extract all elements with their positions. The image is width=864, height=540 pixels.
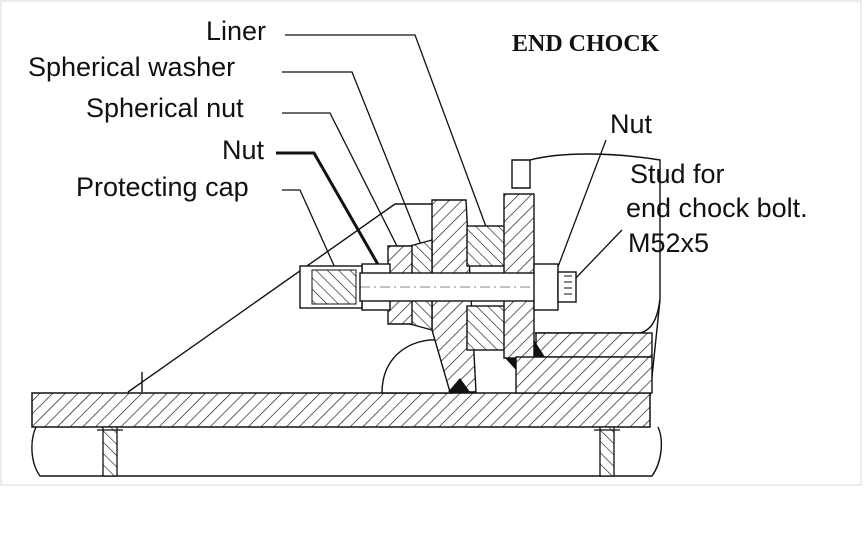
leader-protecting-cap [282,189,337,271]
chock-body-outline [127,203,435,393]
weld-fillet [448,378,470,392]
liner-lower [466,305,506,351]
foundation-plate [31,392,651,428]
tank-top-outline [31,426,663,477]
label-liner: Liner [206,16,266,46]
label-nut-right: Nut [610,109,653,139]
leader-spherical-nut [282,112,406,263]
label-nut-left: Nut [222,135,265,165]
leader-spherical-washer [282,71,429,263]
label-stud-line1: Stud for [630,159,725,189]
label-stud-line2: end chock bolt. [626,193,808,223]
leader-stud [571,229,623,283]
cap-thread [311,269,357,305]
bedplate-upper [535,332,653,358]
label-spherical-nut: Spherical nut [86,93,244,123]
stiffener-right [599,426,615,477]
liner [466,225,506,267]
image-border [0,0,862,486]
diagram-title: END CHOCK [512,31,660,57]
nut-right [533,263,559,311]
label-stud-line3: M52x5 [628,228,709,258]
bedplate-lower [515,356,653,394]
stiffener-left [102,426,118,477]
leader-nut-right [555,139,607,273]
label-spherical-washer: Spherical washer [28,52,235,82]
label-protecting-cap: Protecting cap [76,172,249,202]
leader-liner [285,34,489,233]
